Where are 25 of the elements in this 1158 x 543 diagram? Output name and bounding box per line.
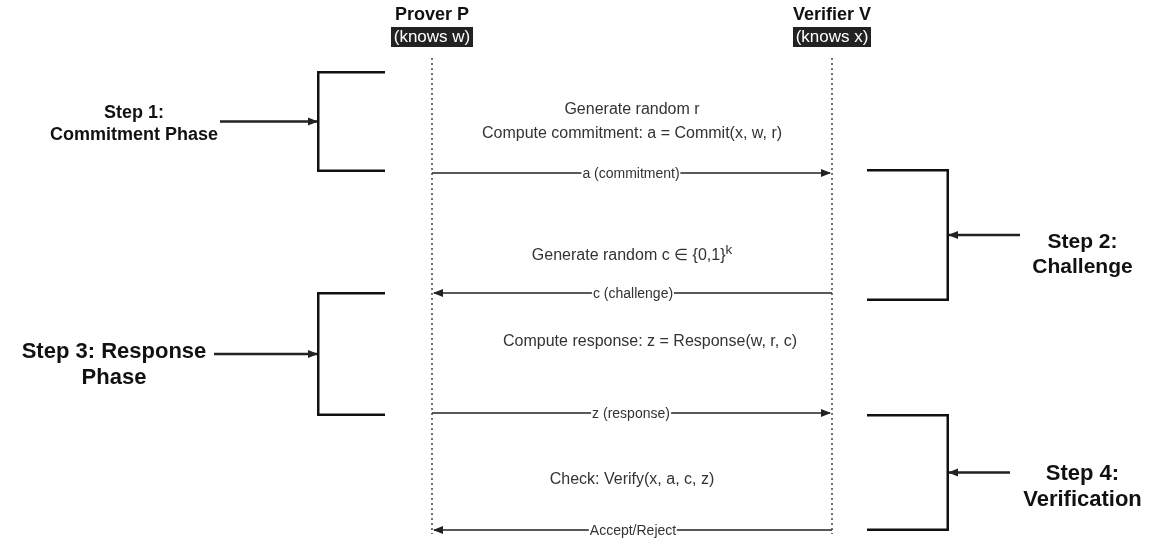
edge-label: Accept/Reject (588, 522, 678, 538)
bracket (867, 169, 949, 301)
step-title: Step 2: Challenge (1031, 228, 1134, 279)
note-text: Compute response: z = Response(w, r, c) (503, 332, 797, 350)
arrow (220, 117, 318, 126)
note-text: Generate random r (564, 100, 700, 118)
bracket (317, 71, 386, 172)
participant-name: Prover P (393, 4, 470, 25)
edge-label: c (challenge) (591, 285, 675, 301)
arrow (948, 231, 1020, 239)
note-text: Check: Verify(x, a, c, z) (549, 470, 715, 488)
note-text: Compute commitment: a = Commit(x, w, r) (481, 124, 783, 142)
participant-knowledge: (knows w) (390, 27, 474, 47)
bracket (317, 292, 386, 416)
step-title: Step 3: Response Phase (20, 338, 208, 391)
step-title: Step 4: Verification (1022, 460, 1143, 513)
edge-label: a (commitment) (581, 165, 681, 181)
edge-label: z (response) (591, 405, 671, 421)
participant-name: Verifier V (791, 4, 872, 25)
arrow (948, 468, 1010, 477)
participant-knowledge: (knows x) (792, 27, 872, 47)
note-text: Generate random c ∈ {0,1}$^{k}$ (531, 242, 733, 265)
step-title: Step 1: Commitment Phase (48, 102, 219, 146)
bracket (867, 414, 949, 531)
arrow (214, 350, 318, 358)
